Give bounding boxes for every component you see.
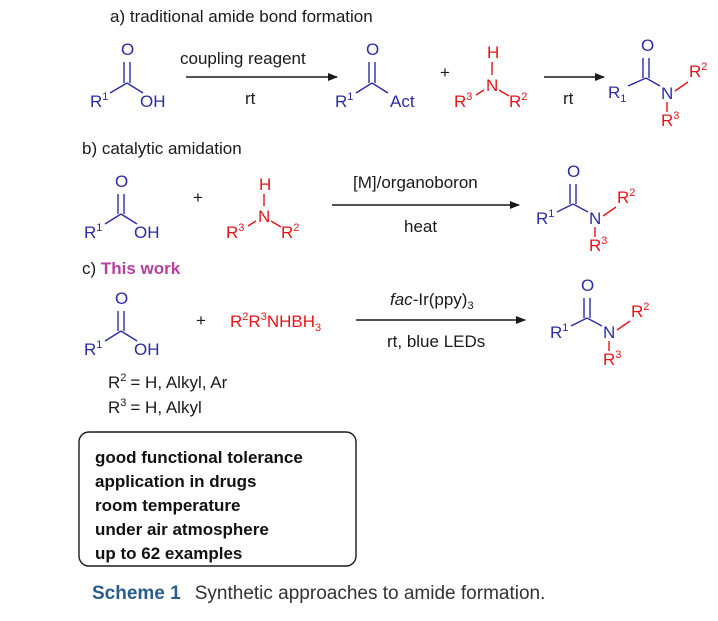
svg-text:R1: R1	[335, 91, 353, 111]
svg-text:R2: R2	[617, 187, 635, 207]
svg-text:N: N	[589, 209, 601, 228]
r2-definition: R2= H, Alkyl, Ar	[108, 372, 228, 392]
features-box	[78, 431, 357, 567]
caption-label: Scheme 1	[92, 583, 181, 604]
svg-text:O: O	[115, 172, 128, 191]
carboxylic-acid-b: O R1 OH	[84, 172, 160, 242]
svg-text:R3: R3	[226, 222, 244, 242]
svg-text:R3: R3	[661, 110, 679, 130]
svg-text:H: H	[259, 175, 271, 194]
svg-text:N: N	[661, 84, 673, 103]
amine-a: H N R3 R2	[454, 43, 527, 111]
amide-product-c: O R1 N R2 R3	[550, 276, 649, 369]
svg-text:O: O	[641, 36, 654, 55]
figure-caption: Scheme 1 Synthetic approaches to amide fo…	[92, 583, 545, 605]
arrow-c-top-label: fac-Ir(ppy)3	[390, 290, 474, 312]
svg-text:R1: R1	[550, 322, 568, 342]
carboxylic-acid-a: O R1 OH	[90, 40, 166, 111]
svg-text:R1: R1	[90, 91, 108, 111]
svg-text:O: O	[581, 276, 594, 295]
carboxylic-acid-c: O R1 OH	[84, 289, 160, 359]
r3-definition: R3= H, Alkyl	[108, 397, 202, 417]
svg-text:R3: R3	[603, 349, 621, 369]
svg-text:R2: R2	[631, 301, 649, 321]
svg-text:O: O	[115, 289, 128, 308]
plus-b: +	[193, 188, 203, 207]
svg-text:R3: R3	[454, 91, 472, 111]
svg-text:R1: R1	[536, 208, 554, 228]
svg-text:N: N	[603, 323, 615, 342]
activated-acid: O R1 Act	[335, 40, 415, 111]
feature-item: up to 62 examples	[95, 544, 242, 563]
feature-item: application in drugs	[95, 472, 257, 491]
svg-text:R2: R2	[509, 91, 527, 111]
arrow-a2-bottom-label: rt	[563, 89, 574, 108]
feature-item: good functional tolerance	[95, 448, 303, 467]
reaction-scheme: a) traditional amide bond formation O R1…	[78, 7, 707, 567]
svg-text:O: O	[121, 40, 134, 59]
svg-text:O: O	[567, 162, 580, 181]
section-a-heading: a) traditional amide bond formation	[110, 7, 373, 26]
svg-text:H: H	[487, 43, 499, 62]
feature-item: under air atmosphere	[95, 520, 269, 539]
arrow-b-top-label: [M]/organoboron	[353, 173, 478, 192]
section-b-heading: b) catalytic amidation	[82, 139, 242, 158]
caption-text: Synthetic approaches to amide formation.	[194, 583, 546, 604]
plus-a: +	[440, 63, 450, 82]
svg-text:R1: R1	[84, 222, 102, 242]
svg-text:O: O	[366, 40, 379, 59]
amine-borane: R2R3NHBH3	[230, 311, 321, 334]
svg-text:R2: R2	[281, 222, 299, 242]
arrow-a1-bottom-label: rt	[245, 89, 256, 108]
feature-item: room temperature	[95, 496, 240, 515]
amide-product-a: O R1 N R2 R3	[608, 36, 707, 130]
plus-c: +	[196, 311, 206, 330]
amide-product-b: O R1 N R2 R3	[536, 162, 635, 255]
svg-text:R1: R1	[84, 339, 102, 359]
svg-text:OH: OH	[134, 223, 160, 242]
svg-text:R1: R1	[608, 83, 626, 105]
svg-text:N: N	[486, 76, 498, 95]
arrow-b-bottom-label: heat	[404, 217, 437, 236]
arrow-c-bottom-label: rt, blue LEDs	[387, 332, 485, 351]
svg-text:N: N	[258, 207, 270, 226]
arrow-a1-top-label: coupling reagent	[180, 49, 306, 68]
svg-text:OH: OH	[140, 92, 166, 111]
svg-text:Act: Act	[390, 92, 415, 111]
section-c-heading: c) This work	[82, 259, 181, 278]
svg-text:R2: R2	[689, 61, 707, 81]
amine-b: H N R3 R2	[226, 175, 299, 242]
svg-text:R3: R3	[589, 235, 607, 255]
svg-text:OH: OH	[134, 340, 160, 359]
